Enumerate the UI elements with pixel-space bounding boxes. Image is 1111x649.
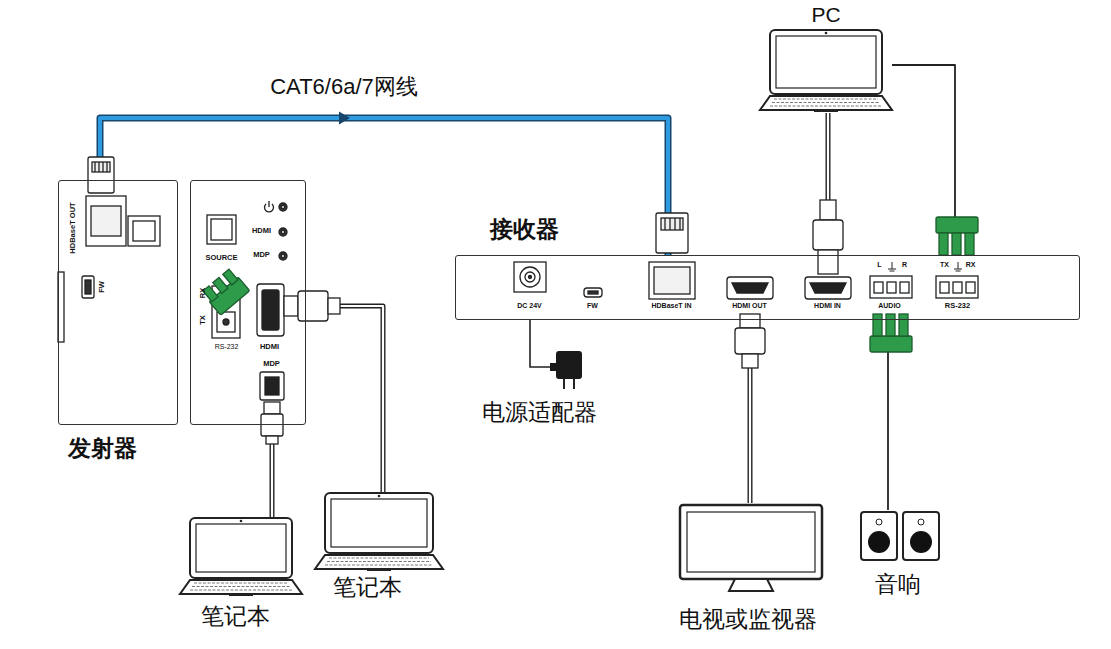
device-label: 电视或监视器 bbox=[679, 607, 817, 632]
port-label: HDMI OUT bbox=[732, 302, 767, 310]
hdmi-port bbox=[805, 277, 851, 299]
port-label: FW bbox=[97, 281, 105, 293]
power-symbol bbox=[265, 201, 274, 212]
port-label: DC 24V bbox=[517, 302, 542, 310]
port-label: RS-232 bbox=[945, 302, 970, 310]
mdp-plug bbox=[261, 402, 283, 444]
micro-usb-port bbox=[584, 288, 602, 297]
port-label: MDP bbox=[263, 360, 280, 368]
port-label: HDBaseT OUT bbox=[68, 202, 76, 253]
arrow-head bbox=[339, 111, 350, 124]
port-label: L bbox=[877, 261, 881, 269]
micro-usb-port bbox=[82, 276, 94, 298]
speakers: 音响 bbox=[858, 510, 943, 605]
hdmi-port bbox=[727, 277, 773, 299]
port-label: FW bbox=[587, 302, 598, 310]
terminal-plug bbox=[201, 268, 249, 315]
receiver-panel: 接收器DC 24VFWHDBaseT INHDMI OUTHDMI INLRAU… bbox=[455, 255, 1080, 320]
mdp-port bbox=[260, 372, 284, 400]
tv-icon bbox=[675, 503, 825, 593]
port-label: SOURCE bbox=[205, 254, 237, 262]
cable-line bbox=[306, 306, 383, 493]
device-label: 接收器 bbox=[490, 217, 559, 242]
rj45-port bbox=[649, 262, 695, 299]
cable-connector bbox=[100, 111, 668, 255]
power-adapter-icon bbox=[480, 345, 622, 395]
tv-monitor: 电视或监视器 bbox=[675, 503, 850, 643]
port-label: TX bbox=[198, 315, 206, 325]
device-label: 音响 bbox=[875, 572, 921, 597]
cable-label: CAT6/6a/7网线 bbox=[266, 74, 422, 100]
rj45-plug bbox=[656, 213, 688, 253]
laptop-icon bbox=[315, 493, 443, 571]
power-adapter: 电源适配器 bbox=[480, 345, 622, 430]
port-label: RS-232 bbox=[215, 343, 239, 351]
ground-symbol bbox=[888, 262, 962, 271]
laptop-icon bbox=[180, 518, 302, 596]
device-label: 笔记本 bbox=[333, 575, 402, 600]
port-label: AUDIO bbox=[878, 302, 901, 310]
cable-connector bbox=[306, 306, 383, 493]
cable-connector bbox=[530, 320, 531, 345]
port-label: MDP bbox=[253, 251, 270, 259]
device-label: PC bbox=[811, 3, 840, 26]
terminal-block bbox=[870, 276, 978, 298]
device-label: 笔记本 bbox=[201, 604, 270, 629]
hdmi-plug bbox=[813, 200, 843, 274]
port-label: R bbox=[902, 261, 907, 269]
hdmi-plug bbox=[284, 291, 340, 321]
device-label: 发射器 bbox=[68, 436, 137, 461]
port-label: RX bbox=[966, 261, 976, 269]
cable-line bbox=[100, 118, 668, 255]
port-label: HDBaseT IN bbox=[651, 302, 691, 310]
dc-jack bbox=[514, 262, 546, 292]
cable-line bbox=[529, 320, 531, 345]
device-label: 电源适配器 bbox=[482, 400, 597, 425]
hdmi-plug bbox=[735, 314, 765, 368]
transmitter-side-panel: 发射器HDBaseT OUTFW bbox=[58, 180, 178, 425]
cable-line bbox=[100, 118, 668, 255]
laptop: 笔记本 bbox=[180, 518, 302, 640]
port-label: TX bbox=[940, 261, 949, 269]
port-label: HDMI IN bbox=[814, 302, 841, 310]
transmitter-front-panel: SOURCE HDMI MDP RX TX RS-232 HDMI MDP bbox=[190, 180, 306, 425]
rj45-plug bbox=[88, 157, 114, 193]
laptop: 笔记本 bbox=[315, 493, 443, 611]
speaker-icon bbox=[858, 510, 943, 562]
cable-line bbox=[306, 306, 383, 493]
terminal-plug bbox=[870, 217, 978, 352]
source-button bbox=[207, 215, 236, 244]
pc-laptop: PC bbox=[760, 3, 892, 113]
port-label: HDMI bbox=[252, 227, 271, 235]
port-label: RX bbox=[198, 287, 206, 297]
port-label: HDMI bbox=[260, 343, 279, 351]
hdmi-port bbox=[257, 284, 284, 336]
rj45-port bbox=[86, 196, 126, 246]
